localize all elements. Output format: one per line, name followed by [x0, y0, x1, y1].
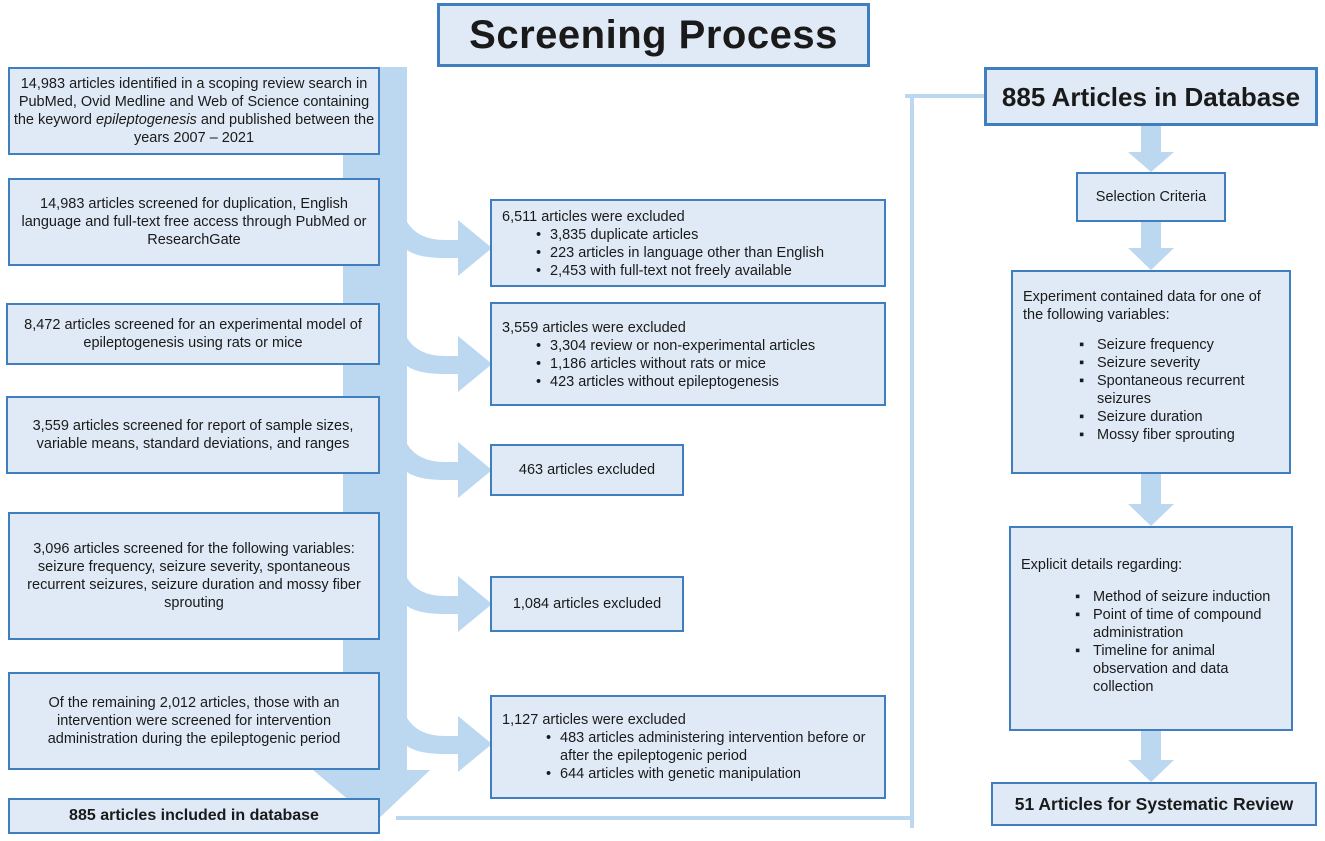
step-variables-screen: 3,096 articles screened for the followin… — [8, 512, 380, 640]
experiment-criteria-box: Experiment contained data for one of the… — [1011, 270, 1291, 474]
exclusion-header: 1,127 articles were excluded — [502, 712, 686, 728]
connector-line — [396, 816, 914, 828]
down-arrow-4 — [1128, 731, 1174, 782]
down-arrow-2 — [1128, 222, 1174, 270]
exclusion-box-2: 3,559 articles were excluded 3,304 revie… — [490, 302, 886, 406]
step-intervention-screen: Of the remaining 2,012 articles, those w… — [8, 672, 380, 770]
step-identified: 14,983 articles identified in a scoping … — [8, 67, 380, 155]
branch-arrow-2 — [407, 336, 492, 392]
criteria-item: Seizure frequency — [1079, 336, 1279, 354]
exclusion-box-4: 1,084 articles excluded — [490, 576, 684, 632]
down-arrow-3 — [1128, 474, 1174, 526]
explicit-details-box: Explicit details regarding: Method of se… — [1009, 526, 1293, 731]
criteria-item: Point of time of compound administration — [1075, 606, 1281, 642]
down-arrow-1 — [1128, 126, 1174, 172]
exclusion-item: 2,453 with full-text not freely availabl… — [536, 262, 874, 280]
criteria-item: Seizure severity — [1079, 354, 1279, 372]
criteria-header: Experiment contained data for one of the… — [1023, 289, 1261, 323]
exclusion-item: 644 articles with genetic manipulation — [546, 765, 874, 783]
branch-arrow-4 — [407, 576, 492, 632]
selection-criteria-box: Selection Criteria — [1076, 172, 1226, 222]
criteria-header: Explicit details regarding: — [1021, 557, 1183, 573]
step-duplication-screen: 14,983 articles screened for duplication… — [8, 178, 380, 266]
exclusion-header: 3,559 articles were excluded — [502, 320, 686, 336]
exclusion-item: 483 articles administering intervention … — [546, 729, 874, 765]
exclusion-item: 1,186 articles without rats or mice — [536, 355, 874, 373]
criteria-item: Method of seizure induction — [1075, 588, 1281, 606]
branch-arrow-3 — [407, 442, 492, 498]
step-identified-text: 14,983 articles identified in a scoping … — [13, 76, 375, 146]
branch-arrow-5 — [407, 716, 492, 772]
page-title: Screening Process — [437, 3, 870, 67]
criteria-item: Mossy fiber sprouting — [1079, 426, 1279, 444]
step-included: 885 articles included in database — [8, 798, 380, 834]
branch-arrow-1 — [407, 220, 492, 276]
database-box: 885 Articles in Database — [984, 67, 1318, 126]
exclusion-box-5: 1,127 articles were excluded 483 article… — [490, 695, 886, 799]
criteria-item: Timeline for animal observation and data… — [1075, 642, 1281, 696]
criteria-item: Seizure duration — [1079, 408, 1279, 426]
exclusion-box-3: 463 articles excluded — [490, 444, 684, 496]
exclusion-item: 223 articles in language other than Engl… — [536, 244, 874, 262]
exclusion-item: 3,304 review or non-experimental article… — [536, 337, 874, 355]
keyword: epileptogenesis — [96, 112, 197, 128]
step-stats-screen: 3,559 articles screened for report of sa… — [6, 396, 380, 474]
criteria-item: Spontaneous recurrent seizures — [1079, 372, 1279, 408]
exclusion-box-1: 6,511 articles were excluded 3,835 dupli… — [490, 199, 886, 287]
exclusion-item: 3,835 duplicate articles — [536, 226, 874, 244]
exclusion-header: 6,511 articles were excluded — [502, 209, 685, 225]
exclusion-item: 423 articles without epileptogenesis — [536, 373, 874, 391]
final-box: 51 Articles for Systematic Review — [991, 782, 1317, 826]
step-model-screen: 8,472 articles screened for an experimen… — [6, 303, 380, 365]
